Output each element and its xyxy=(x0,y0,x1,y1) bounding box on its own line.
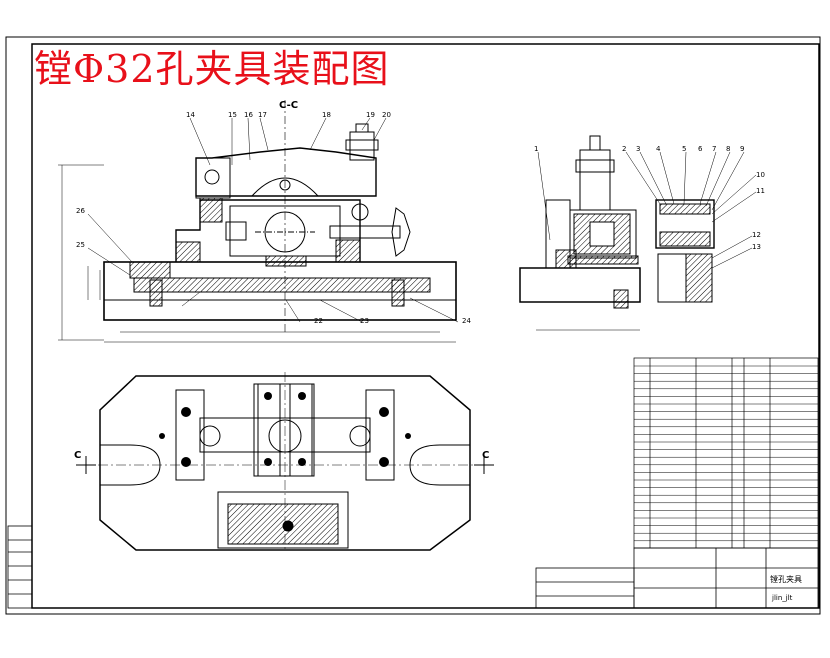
left-margin-table xyxy=(7,525,33,609)
drawing-title: 镗Φ32孔夹具装配图 xyxy=(34,47,390,91)
part-number: 26 xyxy=(76,207,85,215)
part-number: 19 xyxy=(366,111,375,119)
part-number: 18 xyxy=(322,111,331,119)
part-number: 3 xyxy=(636,145,641,153)
part-number: 14 xyxy=(186,111,195,119)
part-number: 9 xyxy=(740,145,745,153)
outer-frame xyxy=(5,36,821,615)
top-view-details xyxy=(80,372,488,552)
section-mark-right: C xyxy=(482,450,490,461)
front-leaders xyxy=(87,117,459,323)
part-number: 20 xyxy=(382,111,391,119)
top-view-fasteners xyxy=(159,392,411,467)
part-number: 13 xyxy=(752,243,761,251)
part-number: 12 xyxy=(752,231,761,239)
part-number: 22 xyxy=(314,317,323,325)
part-number: 10 xyxy=(756,171,765,179)
front-dimensions xyxy=(58,164,456,343)
section-label: C-C xyxy=(279,100,299,111)
part-number: 6 xyxy=(698,145,703,153)
part-number: 5 xyxy=(682,145,687,153)
side-view xyxy=(519,135,715,331)
part-number: 4 xyxy=(656,145,661,153)
section-arrows xyxy=(76,456,494,474)
front-section-view xyxy=(103,100,457,335)
parts-list-rows xyxy=(634,365,818,542)
part-number: 2 xyxy=(622,145,627,153)
side-leaders xyxy=(537,151,757,269)
part-number: 23 xyxy=(360,317,369,325)
part-number: 25 xyxy=(76,241,85,249)
title-block-part-name: 镗孔夹具 xyxy=(770,575,802,584)
part-number: 11 xyxy=(756,187,765,195)
parts-list xyxy=(633,357,819,549)
part-number: 24 xyxy=(462,317,471,325)
part-number: 17 xyxy=(258,111,267,119)
part-number: 1 xyxy=(534,145,539,153)
title-block xyxy=(535,547,819,609)
inner-frame xyxy=(31,43,820,609)
part-number: 16 xyxy=(244,111,253,119)
section-mark-left: C xyxy=(74,450,82,461)
part-number: 15 xyxy=(228,111,237,119)
part-number: 7 xyxy=(712,145,717,153)
title-block-designer: jlin_jlt xyxy=(772,594,793,602)
part-number: 8 xyxy=(726,145,731,153)
